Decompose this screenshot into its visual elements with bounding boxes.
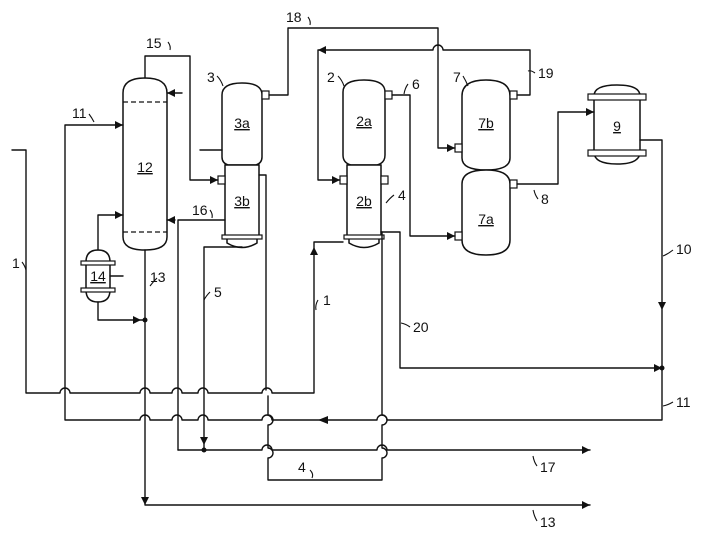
nozzle-7b-top bbox=[509, 90, 518, 100]
nozzle-2a-top bbox=[384, 90, 393, 100]
label-18: 18 bbox=[286, 9, 302, 25]
reactor-2b: 2b bbox=[343, 164, 385, 249]
stream-18-line bbox=[268, 27, 456, 149]
reflux-line bbox=[97, 214, 124, 251]
stream-10-arrow bbox=[658, 302, 666, 310]
stream-11-arrow bbox=[318, 416, 328, 424]
reactor-2a: 2a bbox=[342, 79, 386, 166]
label-6: 6 bbox=[412, 76, 420, 92]
label-10: 10 bbox=[676, 241, 692, 257]
label-4-bottom: 4 bbox=[298, 459, 306, 475]
stream-1-arrow bbox=[310, 247, 318, 255]
reactor-3b: 3b bbox=[221, 164, 263, 249]
vessel-9-label: 9 bbox=[613, 118, 621, 134]
stream-3b-right bbox=[258, 174, 267, 391]
stream-4-line bbox=[267, 231, 388, 481]
stream-20-line bbox=[380, 231, 663, 369]
nozzle-3b-side bbox=[217, 175, 226, 185]
nozzle-2b-side bbox=[339, 175, 348, 185]
stream-13-arrow-down bbox=[141, 497, 149, 505]
stream-1-line bbox=[11, 149, 344, 394]
stream-20-arrow bbox=[654, 364, 662, 372]
nozzle-3a-top bbox=[261, 90, 270, 100]
label-11-right: 11 bbox=[676, 394, 691, 410]
reactor-3a: 3a bbox=[221, 82, 263, 166]
label-1-left: 1 bbox=[12, 255, 20, 271]
label-20: 20 bbox=[413, 319, 429, 335]
nozzle-7a-bottom bbox=[454, 231, 463, 241]
label-1-right: 1 bbox=[323, 292, 331, 308]
stream-10-line bbox=[639, 139, 663, 371]
label-8: 8 bbox=[541, 191, 549, 207]
label-4: 4 bbox=[398, 187, 406, 203]
column-12-label: 12 bbox=[137, 159, 153, 175]
stream-17-line bbox=[177, 444, 591, 451]
stream-19-line bbox=[317, 44, 531, 181]
column-12: 12 bbox=[122, 77, 168, 251]
nozzle-7a-side bbox=[509, 179, 518, 189]
drum-14: 14 bbox=[80, 249, 116, 303]
stream-5-line bbox=[203, 246, 243, 451]
label-7: 7 bbox=[453, 69, 461, 85]
stream-19-arrow bbox=[332, 176, 340, 184]
stream-6-line bbox=[391, 94, 456, 237]
nozzle-7b-side bbox=[454, 143, 463, 153]
vessel-9: 9 bbox=[587, 84, 647, 165]
reactor-2a-label: 2a bbox=[356, 113, 372, 129]
stream-17-arrow bbox=[582, 446, 590, 454]
stream-13-arrow-out bbox=[582, 501, 590, 509]
stream-18-arrow bbox=[447, 144, 455, 152]
drum-14-label: 14 bbox=[90, 268, 106, 284]
label-3: 3 bbox=[207, 69, 215, 85]
label-11-top: 11 bbox=[72, 105, 87, 121]
stream-8-arrow bbox=[586, 108, 594, 116]
stream-11-line bbox=[64, 124, 663, 421]
stream-13-junction bbox=[142, 317, 148, 323]
label-16: 16 bbox=[192, 202, 208, 218]
stream-15-line bbox=[144, 55, 219, 181]
stream-5-arrow bbox=[200, 437, 208, 445]
label-13-bottom: 13 bbox=[540, 514, 556, 530]
stream-14-loop bbox=[97, 301, 591, 506]
vessel-7: 7b 7a bbox=[461, 79, 511, 256]
reactor-2b-label: 2b bbox=[356, 193, 372, 209]
stream-6-arrow bbox=[447, 232, 455, 240]
leader-ticks bbox=[21, 16, 674, 522]
nozzle-2b-side-right bbox=[380, 175, 389, 185]
label-17: 17 bbox=[540, 459, 556, 475]
label-15: 15 bbox=[146, 35, 162, 51]
stream-17-junction bbox=[201, 447, 207, 453]
stream-15-arrow bbox=[210, 176, 218, 184]
stream-11-arrow-col bbox=[115, 121, 123, 129]
stream-8-line bbox=[516, 111, 595, 185]
vessel-7b-label: 7b bbox=[478, 115, 494, 131]
label-5: 5 bbox=[214, 284, 222, 300]
col-side-arrow bbox=[167, 89, 175, 97]
reactor-3a-label: 3a bbox=[234, 115, 250, 131]
stream-16-line bbox=[177, 219, 226, 451]
label-2: 2 bbox=[327, 69, 335, 85]
label-19: 19 bbox=[538, 65, 554, 81]
stream-14-arrow bbox=[133, 316, 141, 324]
reactor-3b-label: 3b bbox=[234, 193, 250, 209]
stream-19-arrow-top bbox=[318, 46, 326, 54]
reflux-arrow bbox=[115, 211, 123, 219]
vessel-7a-label: 7a bbox=[478, 211, 494, 227]
